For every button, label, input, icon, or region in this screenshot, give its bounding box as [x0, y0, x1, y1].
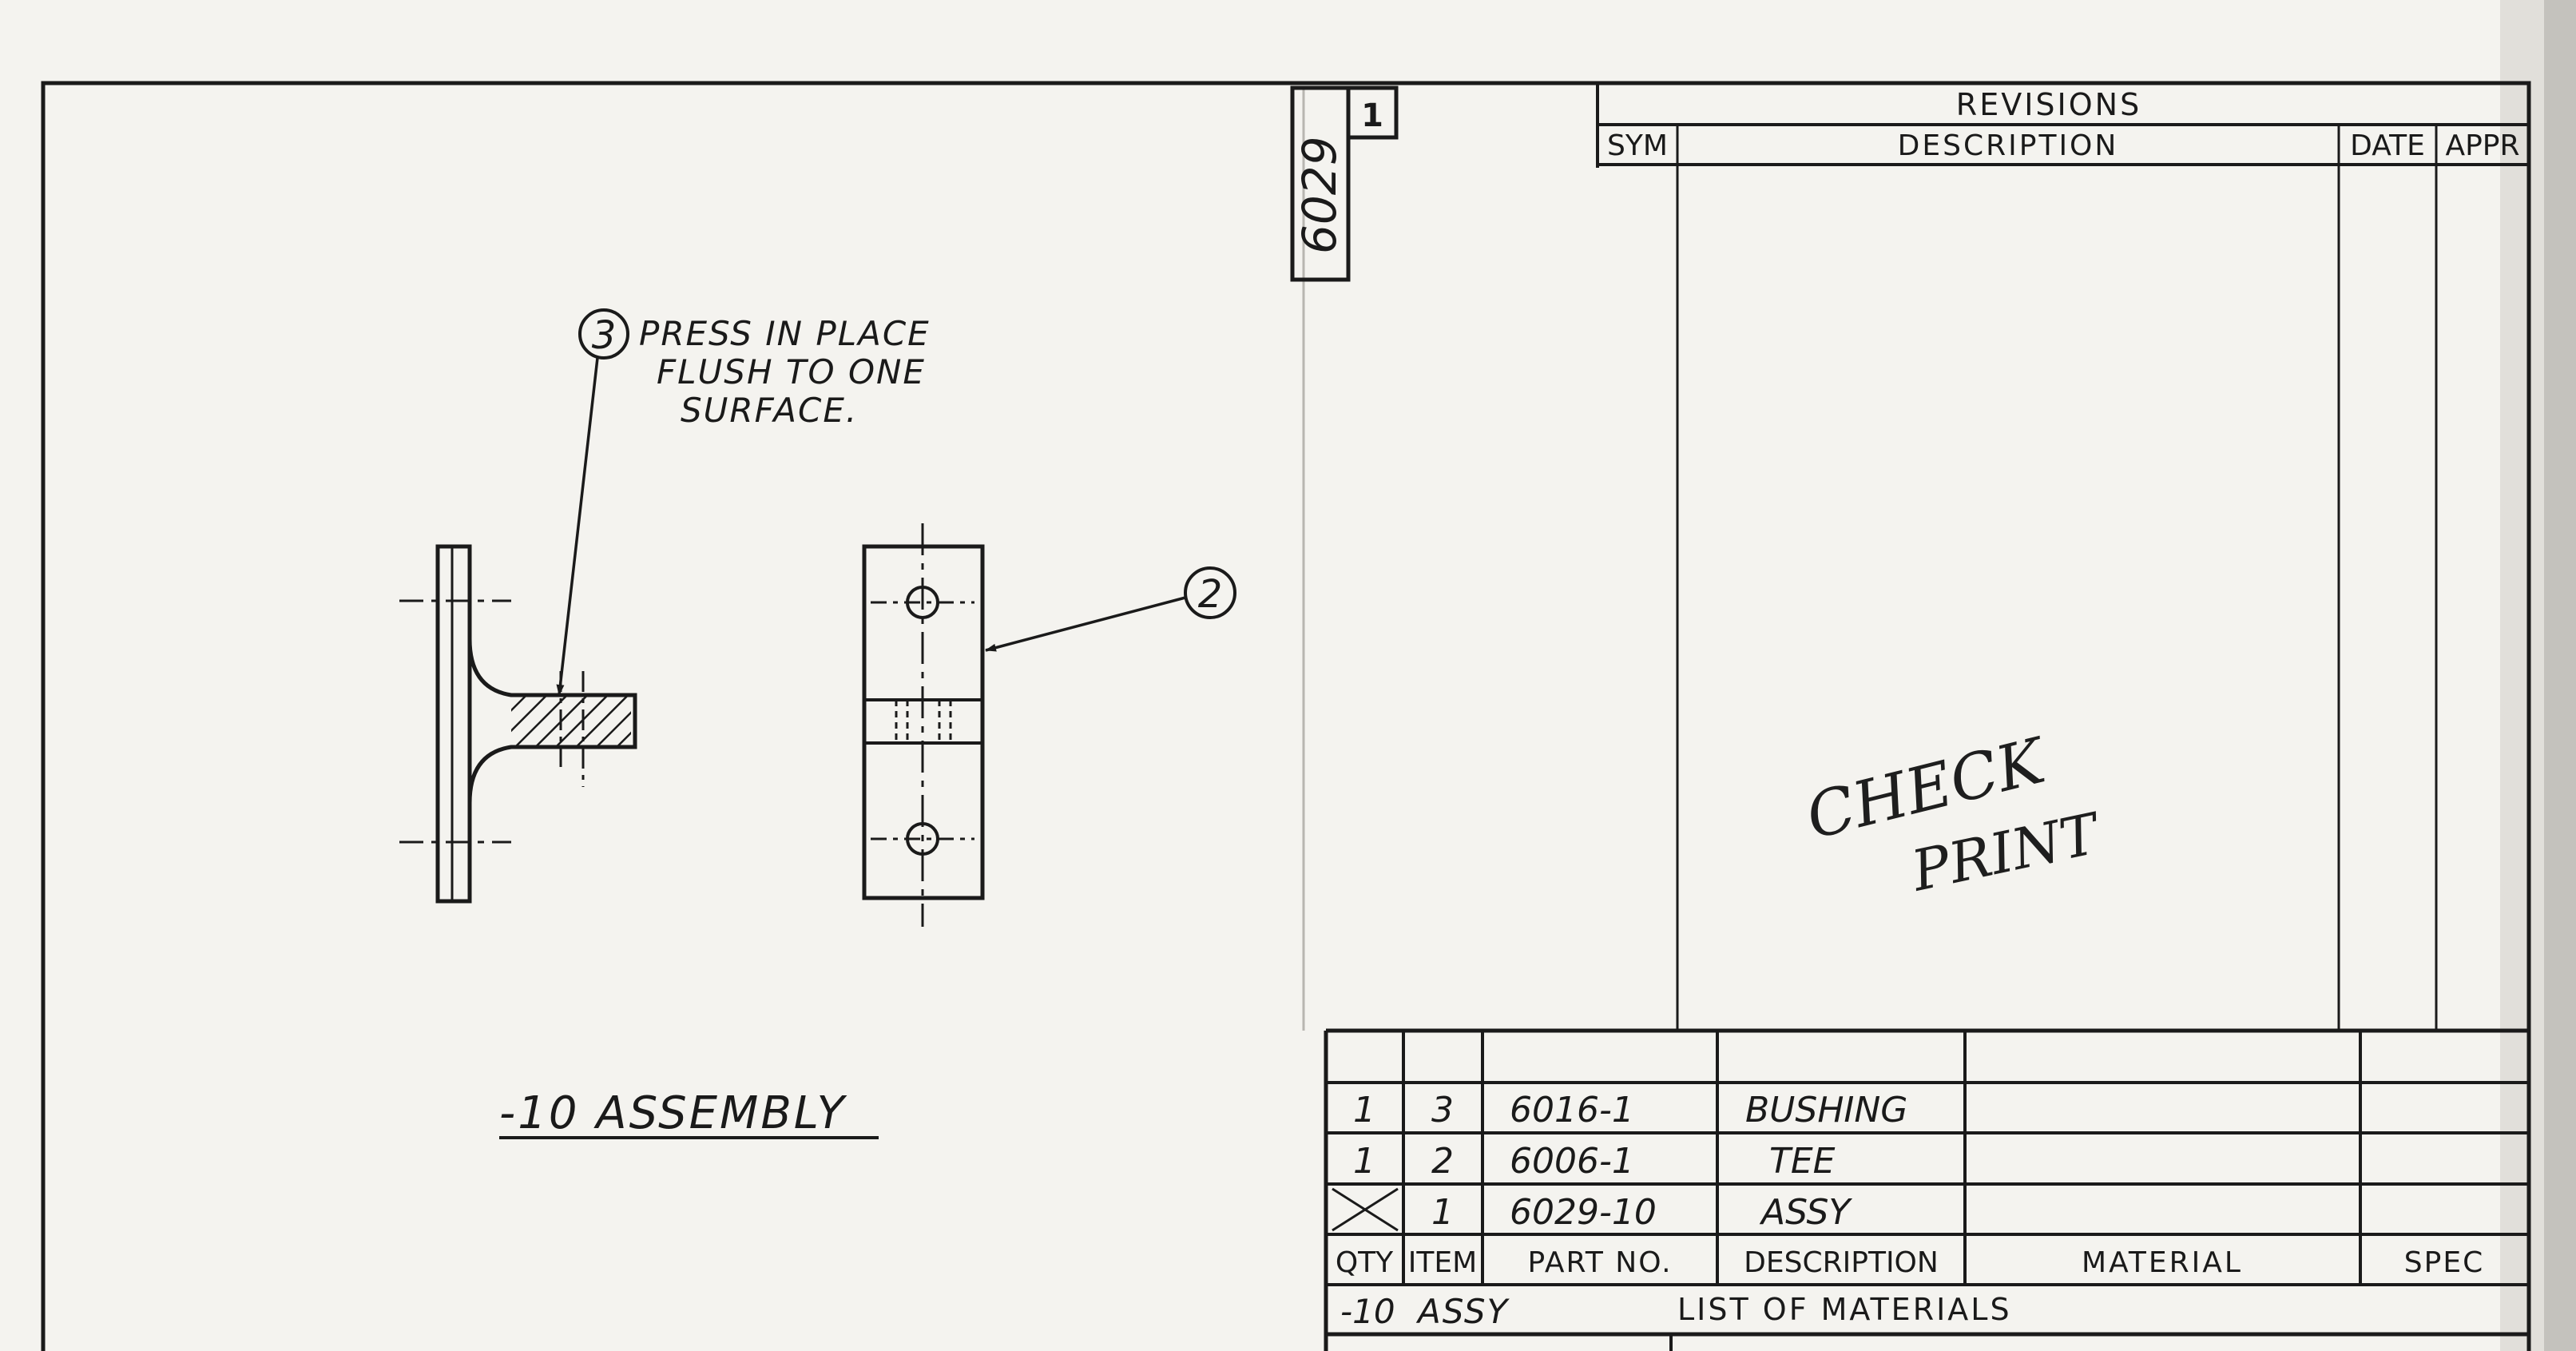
- parts-header-spec: SPEC: [2404, 1246, 2484, 1279]
- parts-row-2-item: 2: [1431, 1141, 1454, 1182]
- revisions-col-date: DATE: [2350, 129, 2425, 162]
- revisions-col-description: DESCRIPTION: [1898, 129, 2119, 162]
- revisions-col-appr: APPR: [2445, 129, 2519, 162]
- handwritten-check-print: CHECK PRINT: [1800, 725, 2107, 904]
- parts-list: 1 3 6016-1 BUSHING 1 2 6006-1 TEE 1 6029…: [1324, 1028, 2529, 1351]
- parts-header-qty: QTY: [1336, 1246, 1394, 1279]
- view-title: -10 ASSEMBLY: [499, 1087, 847, 1139]
- front-view: [862, 523, 985, 927]
- side-view: [399, 544, 637, 904]
- parts-header-description: DESCRIPTION: [1744, 1246, 1939, 1279]
- callout-3-note-line-3: SURFACE.: [681, 391, 858, 430]
- parts-row-2-qty: 1: [1353, 1141, 1375, 1182]
- callout-item-2: 2: [985, 566, 1236, 652]
- callout-3-balloon: 3: [592, 313, 617, 358]
- parts-row-3-description: ASSY: [1759, 1192, 1852, 1233]
- parts-header-part-no: PART NO.: [1527, 1246, 1672, 1279]
- parts-dash-number: -10: [1340, 1292, 1395, 1331]
- parts-row-3-qty-crossed: [1332, 1187, 1399, 1232]
- callout-3-note-line-1: PRESS IN PLACE: [639, 314, 931, 353]
- parts-row-2-part-no: 6006-1: [1510, 1141, 1634, 1182]
- drawing-number: 6029: [1292, 136, 1347, 254]
- parts-row-1-part-no: 6016-1: [1510, 1090, 1634, 1130]
- parts-row-2-description: TEE: [1769, 1141, 1836, 1182]
- bushing-section-hatch: [511, 697, 631, 746]
- callout-item-3: 3 PRESS IN PLACE FLUSH TO ONE SURFACE.: [556, 308, 931, 696]
- parts-header-item: ITEM: [1408, 1246, 1477, 1279]
- sheet-number: 1: [1361, 97, 1383, 134]
- revisions-col-sym: SYM: [1607, 129, 1668, 162]
- revisions-title: REVISIONS: [1956, 87, 2141, 122]
- parts-dash-label: ASSY: [1415, 1292, 1510, 1331]
- drawing-border: [41, 81, 2531, 1351]
- parts-header-material: MATERIAL: [2082, 1246, 2243, 1279]
- parts-row-3-part-no: 6029-10: [1510, 1192, 1657, 1233]
- parts-row-1-description: BUSHING: [1745, 1090, 1907, 1130]
- drawing-number-block: 6029 1: [1290, 85, 1399, 282]
- parts-row-1-qty: 1: [1353, 1090, 1375, 1130]
- callout-3-note-line-2: FLUSH TO ONE: [657, 352, 926, 391]
- parts-row-3-item: 1: [1431, 1192, 1454, 1233]
- parts-row-1-item: 3: [1431, 1090, 1454, 1130]
- scan-edge-shadow: [2500, 0, 2576, 1351]
- callout-2-balloon: 2: [1198, 572, 1223, 617]
- revisions-block: REVISIONS SYM DESCRIPTION DATE APPR: [1596, 83, 2529, 1031]
- parts-list-title: LIST OF MATERIALS: [1677, 1292, 2012, 1327]
